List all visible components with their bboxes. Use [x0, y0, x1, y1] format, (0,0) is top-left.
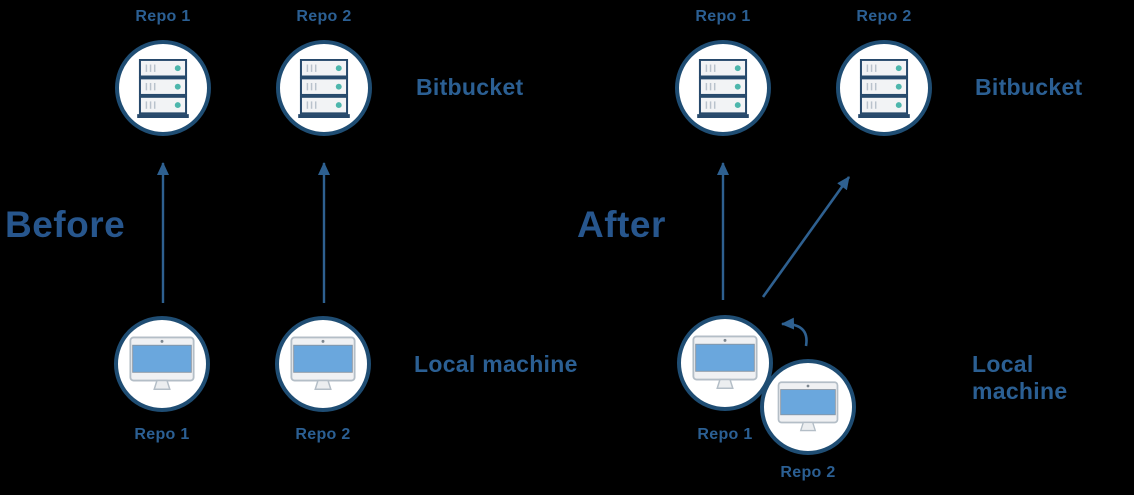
after-local-repo2-node [760, 359, 856, 455]
after-remote-repo2-node [836, 40, 932, 136]
after-local-repo2-label: Repo 2 [780, 464, 836, 481]
after-remote-repo1-label: Repo 1 [695, 8, 751, 25]
before-local-repo1-node [114, 316, 210, 412]
desktop-icon [777, 380, 839, 431]
before-local-repo1-label: Repo 1 [134, 426, 190, 443]
before-title: Before [5, 204, 126, 245]
server-icon [697, 58, 749, 118]
after-remote-repo2-label: Repo 2 [856, 8, 912, 25]
server-icon [858, 58, 910, 118]
after-local-repo1-node [677, 315, 773, 411]
before-local-repo2-node [275, 316, 371, 412]
server-icon [137, 58, 189, 118]
after-remote-repo1-node [675, 40, 771, 136]
before-bitbucket-label: Bitbucket [416, 74, 524, 100]
after-push-arrow-repo2 [761, 176, 851, 298]
desktop-icon [290, 336, 356, 390]
after-title: After [577, 204, 666, 245]
before-remote-repo1-node [115, 40, 211, 136]
after-local-repo1-label: Repo 1 [697, 426, 753, 443]
desktop-icon [129, 336, 195, 390]
before-remote-repo2-node [276, 40, 372, 136]
before-remote-repo2-label: Repo 2 [296, 8, 352, 25]
after-bitbucket-label: Bitbucket [975, 74, 1083, 100]
desktop-icon [692, 335, 758, 389]
after-merge-curved-arrow [781, 317, 808, 347]
server-icon [298, 58, 350, 118]
before-local-repo2-label: Repo 2 [295, 426, 351, 443]
before-local-machine-label: Local machine [414, 351, 578, 377]
after-local-machine-label: Local machine [972, 351, 1068, 404]
before-remote-repo1-label: Repo 1 [135, 8, 191, 25]
